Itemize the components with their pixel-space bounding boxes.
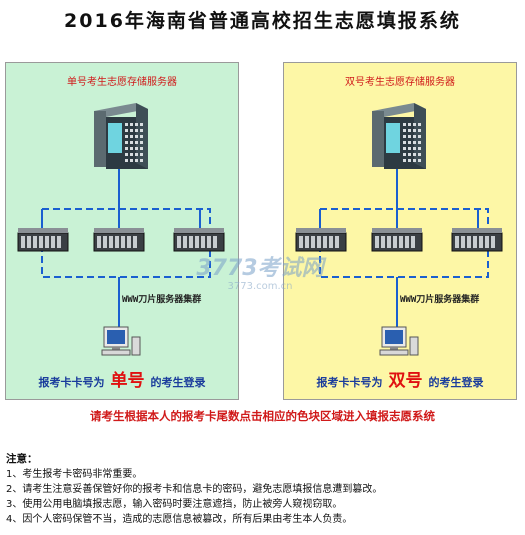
computer-icon	[379, 326, 419, 356]
odd-login-suffix: 的考生登录	[150, 376, 206, 389]
notes-section: 注意： 1、考生报考卡密码非常重要。 2、请考生注意妥善保管好你的报考卡和信息卡…	[6, 452, 521, 527]
blade-server-icon	[17, 228, 69, 252]
blade-server-icon	[93, 228, 145, 252]
even-server-label: 双号考生志愿存储服务器	[345, 77, 455, 88]
odd-login-link[interactable]: 报考卡卡号为单号的考生登录	[6, 366, 238, 391]
note-item: 2、请考生注意妥善保管好你的报考卡和信息卡的密码，避免志愿填报信息遭到篡改。	[6, 484, 383, 495]
blade-server-icon	[295, 228, 347, 252]
even-network-diagram	[295, 103, 503, 356]
note-item: 3、使用公用电脑填报志愿，输入密码时要注意遮挡，防止被旁人窥视窃取。	[6, 499, 343, 510]
storage-server-icon	[372, 103, 426, 169]
even-login-link[interactable]: 报考卡卡号为双号的考生登录	[284, 366, 516, 391]
even-cluster-label: WWW刀片服务器集群	[400, 295, 480, 305]
note-item: 1、考生报考卡密码非常重要。	[6, 469, 143, 480]
odd-cluster-label: WWW刀片服务器集群	[122, 295, 202, 305]
even-login-prefix: 报考卡卡号为	[316, 376, 383, 389]
even-number-panel[interactable]: 双号考生志愿存储服务器 WWW刀片服务器集群 报考卡卡号为双号的考生登录	[283, 62, 517, 400]
storage-server-icon	[94, 103, 148, 169]
even-login-highlight: 双号	[388, 371, 423, 391]
odd-server-label: 单号考生志愿存储服务器	[67, 77, 177, 88]
watermark-logo: 3773考试网	[196, 256, 324, 281]
odd-number-panel[interactable]: 单号考生志愿存储服务器 WWW刀片服务器集群 报考卡卡号为单号的考生登录	[5, 62, 239, 400]
instruction-text: 请考生根据本人的报考卡尾数点击相应的色块区域进入填报志愿系统	[90, 409, 435, 423]
odd-login-prefix: 报考卡卡号为	[38, 376, 105, 389]
blade-server-icon	[451, 228, 503, 252]
blade-server-icon	[371, 228, 423, 252]
note-item: 4、因个人密码保管不当，造成的志愿信息被篡改，所有后果由考生本人负责。	[6, 514, 353, 525]
blade-server-icon	[173, 228, 225, 252]
page-title: 2016年海南省普通高校招生志愿填报系统	[64, 10, 461, 32]
odd-network-diagram	[17, 103, 225, 356]
odd-login-highlight: 单号	[110, 371, 145, 391]
watermark-url: 3773.com.cn	[227, 281, 293, 292]
notes-title: 注意：	[6, 453, 38, 465]
computer-icon	[101, 326, 141, 356]
even-login-suffix: 的考生登录	[428, 376, 484, 389]
